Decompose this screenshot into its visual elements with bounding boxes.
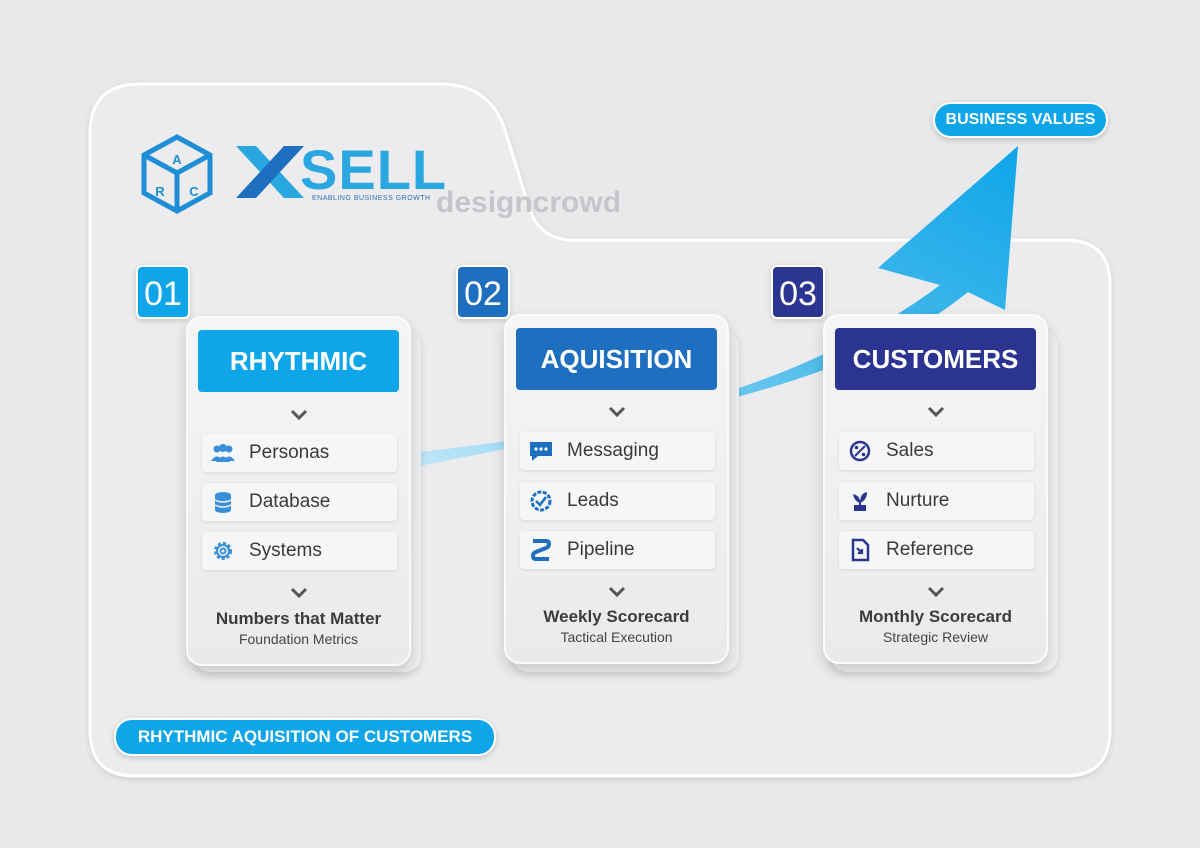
stage-card-customers: CUSTOMERS Sales Nurture Reference Monthl… bbox=[823, 314, 1048, 664]
chevron-down-icon bbox=[608, 406, 626, 418]
item-label: Sales bbox=[886, 440, 934, 461]
brand-name: SELL bbox=[300, 138, 448, 201]
item-label: Systems bbox=[249, 540, 322, 561]
chevron-down-icon bbox=[290, 587, 308, 599]
item-label: Leads bbox=[567, 490, 619, 511]
result-title: Numbers that Matter bbox=[215, 609, 382, 628]
database-icon bbox=[214, 492, 232, 513]
stage-number-badge: 01 bbox=[136, 265, 190, 319]
list-item[interactable]: Messaging bbox=[520, 432, 715, 470]
chat-icon bbox=[530, 442, 552, 461]
document-icon bbox=[851, 538, 870, 562]
list-item[interactable]: Systems bbox=[202, 532, 397, 570]
svg-text:C: C bbox=[189, 184, 199, 199]
watermark: designcrowd bbox=[436, 186, 622, 219]
brand-tagline: ENABLING BUSINESS GROWTH bbox=[312, 195, 431, 202]
stage-title: CUSTOMERS bbox=[835, 328, 1036, 390]
list-item[interactable]: Personas bbox=[202, 434, 397, 472]
percent-icon bbox=[849, 440, 871, 462]
item-label: Database bbox=[249, 491, 331, 512]
stage-card-rhythmic: RHYTHMIC Personas Database Systems Numbe… bbox=[186, 316, 411, 666]
result-subtitle: Strategic Review bbox=[882, 629, 989, 645]
item-label: Pipeline bbox=[567, 539, 635, 560]
business-values-pill: BUSINESS VALUES bbox=[933, 102, 1108, 138]
chevron-down-icon bbox=[290, 409, 308, 421]
list-item[interactable]: Database bbox=[202, 483, 397, 521]
item-label: Personas bbox=[249, 442, 330, 463]
item-label: Messaging bbox=[567, 440, 659, 461]
stage-title: AQUISITION bbox=[516, 328, 717, 390]
stage-number-badge: 03 bbox=[771, 265, 825, 319]
result-subtitle: Foundation Metrics bbox=[238, 631, 359, 647]
svg-text:R: R bbox=[155, 184, 165, 199]
item-label: Nurture bbox=[886, 490, 950, 511]
pipeline-icon bbox=[530, 539, 552, 561]
result-title: Monthly Scorecard bbox=[858, 607, 1013, 626]
chevron-down-icon bbox=[927, 406, 945, 418]
stage-number-badge: 02 bbox=[456, 265, 510, 319]
users-icon bbox=[211, 444, 235, 462]
stage-title: RHYTHMIC bbox=[198, 330, 399, 392]
list-item[interactable]: Pipeline bbox=[520, 531, 715, 569]
footer-label-pill: RHYTHMIC AQUISITION OF CUSTOMERS bbox=[114, 718, 496, 756]
chevron-down-icon bbox=[608, 586, 626, 598]
x-logo-icon bbox=[236, 146, 304, 198]
result-title: Weekly Scorecard bbox=[543, 607, 690, 626]
list-item[interactable]: Leads bbox=[520, 482, 715, 520]
plant-icon bbox=[853, 492, 867, 511]
list-item[interactable]: Sales bbox=[839, 432, 1034, 470]
chevron-down-icon bbox=[927, 586, 945, 598]
gear-icon bbox=[214, 542, 232, 560]
svg-text:A: A bbox=[172, 152, 182, 167]
badge-check-icon bbox=[530, 490, 552, 512]
arc-cube-logo-icon: A R C bbox=[141, 134, 213, 214]
list-item[interactable]: Nurture bbox=[839, 482, 1034, 520]
stage-card-aquisition: AQUISITION Messaging Leads Pipeline Week… bbox=[504, 314, 729, 664]
list-item[interactable]: Reference bbox=[839, 531, 1034, 569]
item-label: Reference bbox=[886, 539, 974, 560]
result-subtitle: Tactical Execution bbox=[560, 629, 673, 645]
